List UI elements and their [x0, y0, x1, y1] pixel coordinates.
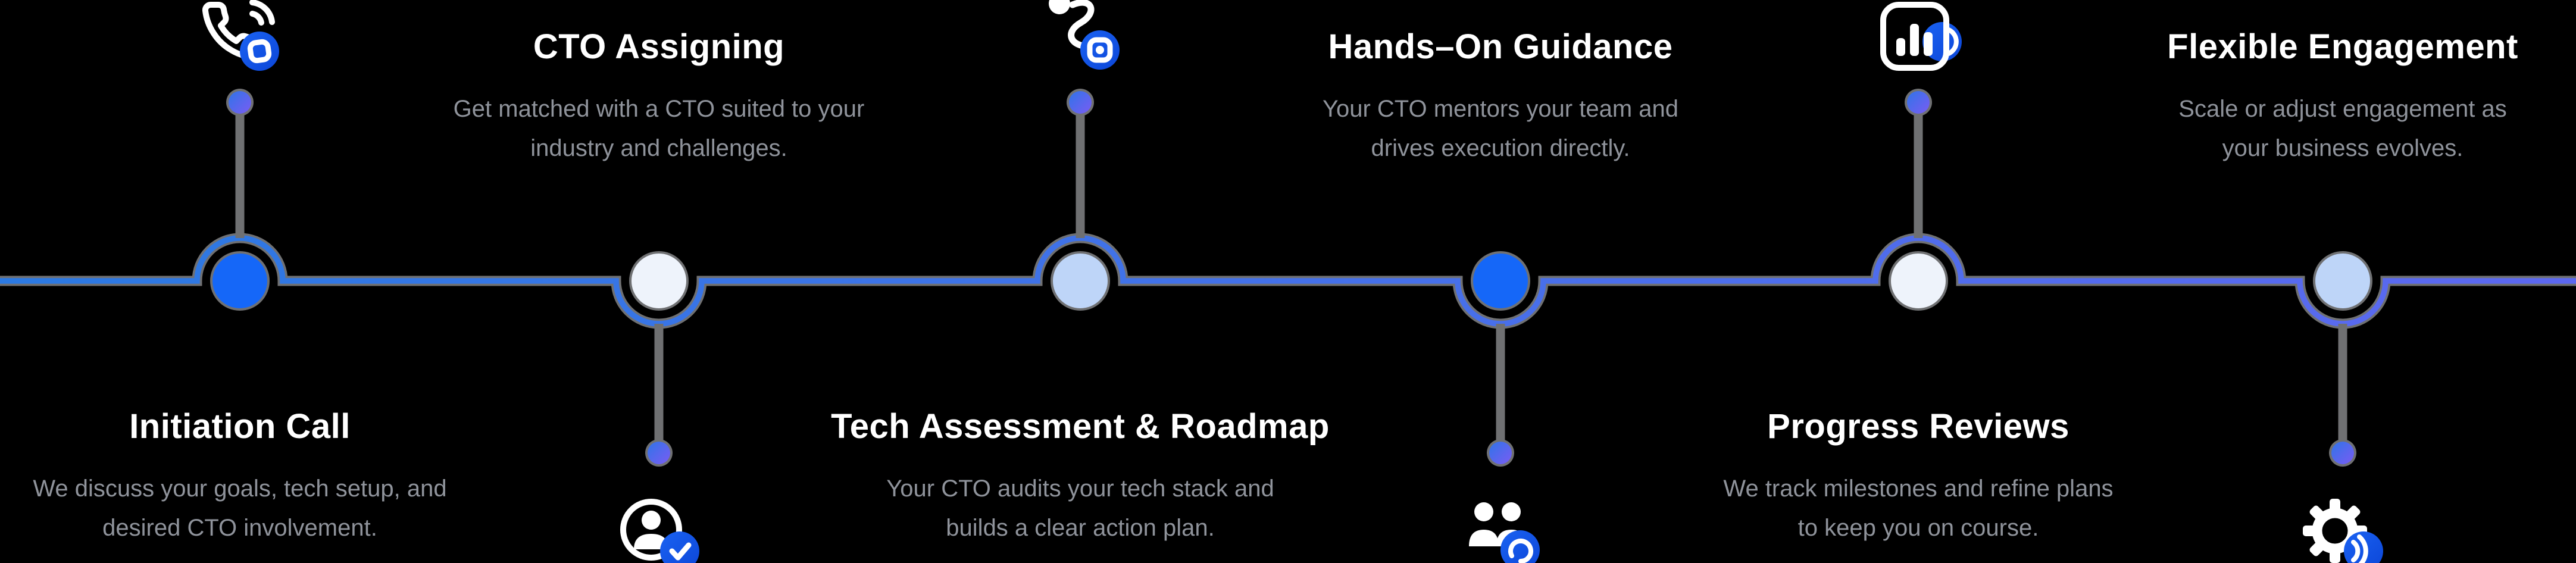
dot-step-1 — [229, 91, 251, 114]
route-icon — [1036, 0, 1125, 83]
step-title: Initiation Call — [129, 407, 351, 446]
node-step-5 — [1889, 251, 1948, 311]
step-description: Your CTO mentors your team and drives ex… — [1322, 96, 1679, 161]
step-title: Hands–On Guidance — [1328, 27, 1673, 66]
dot-step-6 — [2331, 442, 2354, 464]
step-progress-reviews: Progress Reviews We track milestones and… — [1561, 406, 2275, 548]
node-step-3 — [1051, 251, 1110, 311]
node-step-1 — [210, 251, 270, 311]
step-description: We discuss your goals, tech setup, and d… — [33, 476, 447, 541]
step-description: Your CTO audits your tech stack and buil… — [886, 476, 1274, 541]
connectors — [237, 111, 2346, 442]
timeline-line — [0, 235, 2576, 327]
step-description: Scale or adjust engagement as your busin… — [2178, 96, 2507, 161]
step-title: CTO Assigning — [533, 27, 785, 66]
step-cto-assigning: CTO Assigning Get matched with a CTO sui… — [302, 26, 1016, 168]
node-step-4 — [1471, 251, 1530, 311]
phone-badge — [240, 32, 279, 71]
step-tech-assessment-roadmap: Tech Assessment & Roadmap Your CTO audit… — [723, 406, 1437, 548]
dot-step-4 — [1489, 442, 1512, 464]
user-check-badge — [660, 531, 699, 563]
step-title: Flexible Engagement — [2167, 27, 2518, 66]
dot-step-2 — [648, 442, 670, 464]
team-icon — [1456, 492, 1545, 563]
dot-step-3 — [1069, 91, 1092, 114]
dot-step-5 — [1907, 91, 1930, 114]
phone-call-icon — [195, 0, 285, 83]
step-flexible-engagement: Flexible Engagement Scale or adjust enga… — [1986, 26, 2576, 168]
connector-dots — [226, 89, 2356, 467]
user-check-icon — [614, 492, 704, 563]
step-initiation-call: Initiation Call We discuss your goals, t… — [0, 406, 597, 548]
step-description: We track milestones and refine plans to … — [1723, 476, 2114, 541]
node-step-2 — [629, 251, 689, 311]
step-description: Get matched with a CTO suited to your in… — [453, 96, 865, 161]
gear-icon — [2298, 492, 2387, 563]
step-title: Progress Reviews — [1767, 407, 2069, 446]
step-title: Tech Assessment & Roadmap — [831, 407, 1330, 446]
node-step-6 — [2313, 251, 2372, 311]
step-hands-on-guidance: Hands–On Guidance Your CTO mentors your … — [1143, 26, 1858, 168]
bar-chart-icon — [1874, 0, 1963, 83]
